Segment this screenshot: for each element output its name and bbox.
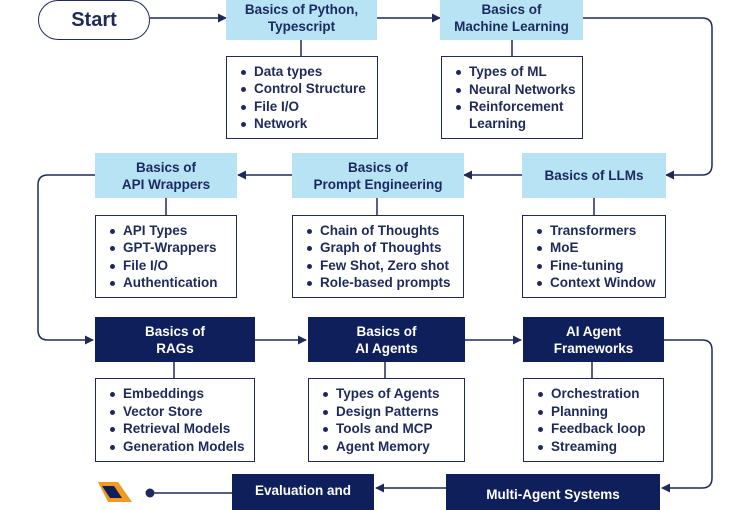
connector-end-dot (145, 488, 155, 498)
rags-title-1: Basics of (144, 323, 206, 339)
list-item: Role-based prompts (307, 274, 463, 292)
list-item: Fine-tuning (537, 257, 665, 275)
list-item: Reinforcement (456, 98, 582, 116)
list-item: Types of ML (456, 63, 582, 81)
list-item: Retrieval Models (110, 420, 254, 438)
python-title-2: Typescript (267, 19, 336, 34)
list-item: Streaming (538, 438, 663, 456)
list-item: Neural Networks (456, 81, 582, 99)
ml-title-1: Basics of (481, 2, 542, 17)
multi-agent-systems-node[interactable]: Multi-Agent Systems (446, 474, 660, 510)
list-item: Design Patterns (323, 403, 464, 421)
start-label: Start (71, 8, 117, 31)
list-item: Agent Memory (323, 438, 464, 456)
list-item: Orchestration (538, 385, 663, 403)
arrow-api-to-rags (37, 174, 95, 345)
frameworks-title-1: AI Agent (566, 323, 621, 339)
python-title-1: Basics of Python, (244, 2, 359, 17)
list-item: Control Structure (241, 80, 377, 98)
list-item-continuation: Learning (469, 115, 527, 131)
list-item: Data types (241, 63, 377, 81)
prompt-title-2: Prompt Engineering (313, 176, 443, 192)
agent-frameworks-node[interactable]: AI Agent Frameworks (523, 317, 664, 362)
list-item: Context Window (537, 274, 665, 292)
list-item: Transformers (537, 222, 665, 240)
list-item: Types of Agents (323, 385, 464, 403)
prompt-title-1: Basics of (347, 159, 409, 175)
ml-topic-list: Types of ML Neural Networks Reinforcemen… (441, 56, 583, 139)
list-item: Chain of Thoughts (307, 222, 463, 240)
api-wrappers-node[interactable]: Basics of API Wrappers (95, 153, 237, 198)
ml-title-2: Machine Learning (454, 19, 569, 34)
list-item: Authentication (110, 274, 236, 292)
ml-node[interactable]: Basics of Machine Learning (440, 0, 583, 40)
list-item: GPT-Wrappers (110, 239, 236, 257)
frameworks-topic-list: Orchestration Planning Feedback loop Str… (523, 378, 664, 462)
list-item: Few Shot, Zero shot (307, 257, 463, 275)
python-node[interactable]: Basics of Python, Typescript (226, 0, 377, 40)
api-title-2: API Wrappers (121, 176, 211, 192)
api-topic-list: API Types GPT-Wrappers File I/O Authenti… (95, 215, 237, 298)
list-item: File I/O (241, 98, 377, 116)
agents-title-2: AI Agents (355, 340, 418, 356)
list-item: File I/O (110, 257, 236, 275)
list-item: Vector Store (110, 403, 254, 421)
list-item: Tools and MCP (323, 420, 464, 438)
rags-title-2: RAGs (156, 340, 194, 356)
arrow-ml-to-llms (583, 17, 713, 180)
evaluation-node[interactable]: Evaluation and (232, 474, 374, 510)
llms-title: Basics of LLMs (544, 168, 644, 183)
api-title-1: Basics of (135, 159, 197, 175)
list-item: Feedback loop (538, 420, 663, 438)
arrow-frameworks-to-multi (661, 339, 713, 493)
frameworks-title-2: Frameworks (553, 340, 634, 356)
prompt-engineering-node[interactable]: Basics of Prompt Engineering (292, 153, 464, 198)
list-item: API Types (110, 222, 236, 240)
ai-agents-node[interactable]: Basics of AI Agents (308, 317, 465, 362)
list-item: Network (241, 115, 377, 133)
list-item: MoE (537, 239, 665, 257)
llms-topic-list: Transformers MoE Fine-tuning Context Win… (522, 215, 666, 298)
rags-topic-list: Embeddings Vector Store Retrieval Models… (95, 378, 255, 462)
agents-title-1: Basics of (356, 323, 417, 339)
list-item: Graph of Thoughts (307, 239, 463, 257)
list-item: Generation Models (110, 438, 254, 456)
orange-logo-icon (98, 482, 132, 502)
list-item: Embeddings (110, 385, 254, 403)
prompt-topic-list: Chain of Thoughts Graph of Thoughts Few … (292, 215, 464, 298)
python-topic-list: Data types Control Structure File I/O Ne… (226, 56, 378, 139)
multi-agent-title: Multi-Agent Systems (486, 487, 620, 502)
start-node[interactable]: Start (38, 0, 150, 40)
agents-topic-list: Types of Agents Design Patterns Tools an… (308, 378, 465, 462)
evaluation-title: Evaluation and (254, 483, 352, 498)
llms-node[interactable]: Basics of LLMs (522, 153, 666, 198)
list-item: Planning (538, 403, 663, 421)
rags-node[interactable]: Basics of RAGs (95, 317, 255, 362)
